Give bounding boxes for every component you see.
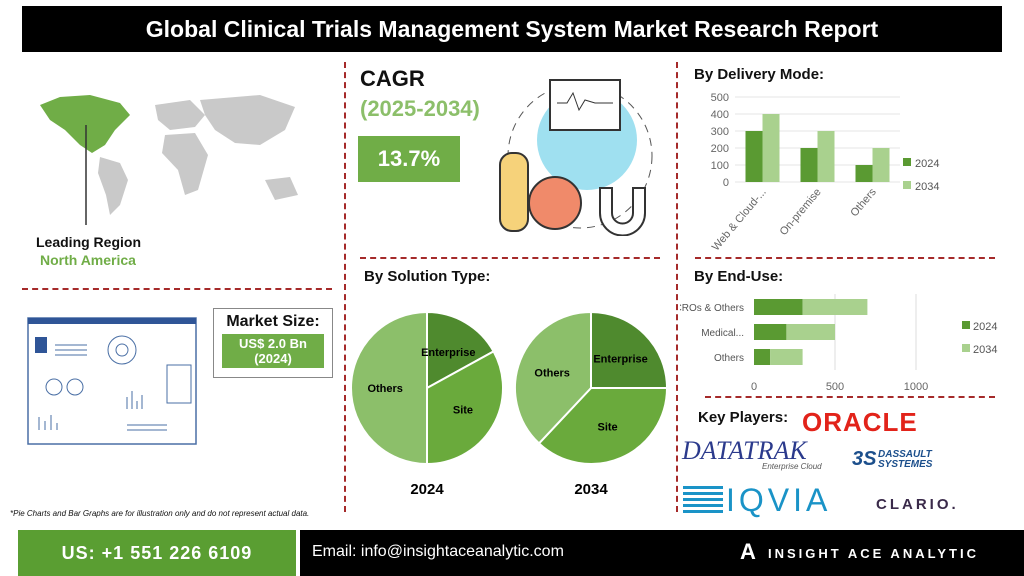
pie-slice-others (350, 310, 428, 466)
y-tick-label: Others (714, 353, 744, 364)
x-tick-label: Others (848, 186, 879, 219)
y-tick-label: 300 (711, 126, 729, 138)
clario-logo: CLARIO. (876, 496, 959, 513)
pie-slice-label: Others (534, 368, 569, 380)
market-size-value: US$ 2.0 Bn (239, 336, 307, 351)
x-tick-label: On-premise (778, 186, 824, 238)
divider (344, 62, 346, 512)
pie-slice-label: Enterprise (421, 347, 475, 359)
bar-2024 (800, 148, 818, 182)
y-tick-label: CROs & Others (680, 303, 744, 314)
market-size-year: (2024) (254, 351, 292, 366)
bar-2024 (754, 324, 787, 340)
pie-slice-site (426, 350, 504, 466)
pie-slice-site (537, 387, 669, 465)
x-tick-label: 0 (751, 381, 757, 393)
bar-2034 (762, 114, 780, 182)
pie-slice-label: Site (598, 421, 618, 433)
end-use-title: By End-Use: (694, 268, 784, 285)
divider (676, 62, 678, 512)
pie-slice-enterprise (590, 310, 669, 389)
y-tick-label: 200 (711, 143, 729, 155)
bar-2024 (754, 349, 771, 365)
legend-label: 2034 (973, 344, 997, 356)
phone-number: US: +1 551 226 6109 (18, 530, 296, 576)
market-size-label: Market Size: (226, 313, 320, 330)
pie-slice-label: Enterprise (593, 353, 647, 365)
bar-2034 (872, 148, 890, 182)
legend-swatch (962, 321, 970, 329)
key-players-label: Key Players: (698, 409, 789, 426)
footnote: *Pie Charts and Bar Graphs are for illus… (10, 509, 310, 518)
y-tick-label: Medical... (701, 328, 744, 339)
y-tick-label: 400 (711, 109, 729, 121)
brand-name: INSIGHT ACE ANALYTIC (768, 546, 979, 561)
iqvia-logo-mark (683, 486, 723, 514)
datatrak-logo: DATATRAK (682, 436, 807, 465)
dashboard-illustration-icon (27, 317, 197, 445)
pie-slice-label: Site (453, 404, 473, 416)
legend-label: 2024 (915, 158, 939, 170)
legend-label: 2024 (973, 321, 997, 333)
divider (360, 257, 660, 259)
datatrak-tagline: Enterprise Cloud (762, 462, 822, 471)
legend-swatch (903, 158, 911, 166)
footer-bar: Email: info@insightaceanalytic.com A INS… (300, 530, 1024, 576)
legend-label: 2034 (915, 181, 939, 193)
bar-2024 (745, 131, 763, 182)
x-tick-label: 500 (826, 381, 844, 393)
email-contact: Email: info@insightaceanalytic.com (312, 543, 564, 560)
dassault-logo-mark: 3S (852, 448, 877, 470)
divider (22, 288, 332, 290)
solution-type-title: By Solution Type: (364, 268, 491, 285)
cagr-value: 13.7% (358, 136, 460, 182)
divider (695, 257, 995, 259)
cagr-label: CAGR (360, 66, 425, 91)
bar-2024 (754, 299, 803, 315)
leading-region-label: Leading Region (36, 234, 141, 250)
market-size-card: Market Size: US$ 2.0 Bn (2024) (213, 308, 333, 378)
pie-2024-label: 2024 (410, 481, 444, 498)
y-tick-label: 500 (711, 92, 729, 104)
oracle-logo: ORACLE (802, 407, 918, 437)
legend-swatch (962, 344, 970, 352)
iqvia-logo: IQVIA (726, 482, 832, 518)
bar-2024 (855, 165, 873, 182)
pie-2034-label: 2034 (574, 481, 608, 498)
x-tick-label: Web & Cloud-... (710, 186, 769, 253)
leading-region-value: North America (40, 252, 136, 268)
report-title: Global Clinical Trials Management System… (22, 6, 1002, 52)
bar-2034 (770, 349, 803, 365)
y-tick-label: 0 (723, 177, 729, 189)
divider (705, 396, 995, 398)
bar-2034 (802, 299, 868, 315)
legend-swatch (903, 181, 911, 189)
world-map-icon (40, 95, 298, 225)
delivery-mode-title: By Delivery Mode: (694, 66, 825, 83)
pie-slice-label: Others (367, 383, 402, 395)
cagr-period: (2025-2034) (360, 96, 480, 121)
pie-slice-others (514, 310, 592, 445)
y-tick-label: 100 (711, 160, 729, 172)
brand-logo-icon: A (740, 539, 756, 564)
x-tick-label: 1000 (904, 381, 928, 393)
clinical-research-illustration-icon (499, 79, 653, 236)
pie-slice-enterprise (426, 310, 495, 390)
bar-2034 (786, 324, 835, 340)
bar-2034 (817, 131, 835, 182)
